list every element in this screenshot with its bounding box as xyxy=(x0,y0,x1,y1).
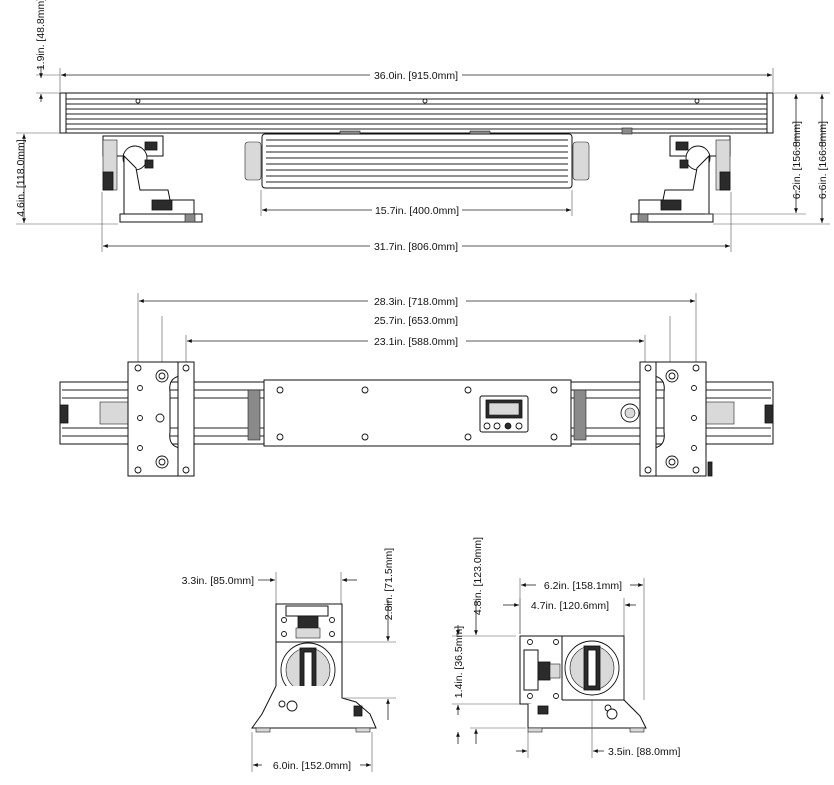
control-box-plan xyxy=(263,379,572,447)
dim-left-height-label: 2.8in. [71.5mm] xyxy=(383,548,395,620)
dim-left-base-width-label: 6.0in. [152.0mm] xyxy=(273,760,351,772)
dim-right-inner-width: 4.7in. [120.6mm] xyxy=(503,598,636,636)
left-mounting-plate xyxy=(127,361,195,477)
dim-total-height-a-label: 6.2in. [156.8mm] xyxy=(791,121,803,199)
right-mount-bracket xyxy=(621,127,731,223)
top-plan-view: 28.3in. [718.0mm] 25.7in. [653.0mm] 23.1… xyxy=(59,293,774,477)
right-side-view: 4.8in. [123.0mm] 1.4in. [36.5mm] 6.2in. … xyxy=(452,537,680,758)
dim-middle-span-label: 25.7in. [653.0mm] xyxy=(374,315,458,327)
dim-total-height: 6.2in. [156.8mm] 6.6in. [166.8mm] xyxy=(705,92,830,225)
dim-left-base-width: 6.0in. [152.0mm] xyxy=(251,732,373,772)
dim-right-base-offset: 3.5in. [88.0mm] xyxy=(516,700,680,758)
dim-bracket-offset-label: 4.6in. [118.0mm] xyxy=(15,139,27,217)
dim-right-total-height-label: 4.8in. [123.0mm] xyxy=(472,537,484,615)
dim-bracket-span: 31.7in. [806.0mm] xyxy=(101,192,732,253)
front-elevation-view: 1.9in. [48.8mm] 36.0in. [915.0mm] xyxy=(15,0,830,253)
light-bar-profile xyxy=(59,92,774,134)
dim-inner-span-label: 23.1in. [588.0mm] xyxy=(374,336,458,348)
dim-left-top-width: 3.3in. [85.0mm] xyxy=(182,572,357,604)
dim-overall-length-label: 36.0in. [915.0mm] xyxy=(374,70,458,82)
dim-left-top-width-label: 3.3in. [85.0mm] xyxy=(182,575,254,587)
left-mount-bracket xyxy=(102,135,203,223)
dim-top-height-label: 1.9in. [48.8mm] xyxy=(35,0,47,70)
dim-box-length: 15.7in. [400.0mm] xyxy=(260,190,573,217)
dim-right-overall-width-label: 6.2in. [158.1mm] xyxy=(544,580,622,592)
dim-right-head-height: 1.4in. [36.5mm] xyxy=(452,625,526,744)
left-side-view: 3.3in. [85.0mm] 2.8in. [71.5mm] xyxy=(182,548,396,772)
dim-right-total-height: 4.8in. [123.0mm] xyxy=(470,537,526,744)
right-mounting-plate xyxy=(620,361,713,477)
dim-outer-span-label: 28.3in. [718.0mm] xyxy=(374,296,458,308)
center-box-profile xyxy=(244,130,590,189)
dim-bracket-span-label: 31.7in. [806.0mm] xyxy=(374,241,458,253)
dim-overall-length: 36.0in. [915.0mm] xyxy=(59,68,774,92)
dim-outer-span: 28.3in. [718.0mm] xyxy=(137,293,697,362)
dim-right-inner-width-label: 4.7in. [120.6mm] xyxy=(531,600,609,612)
dim-inner-span: 23.1in. [588.0mm] xyxy=(185,335,646,362)
dim-total-height-b-label: 6.6in. [166.8mm] xyxy=(817,121,829,199)
dim-right-head-height-label: 1.4in. [36.5mm] xyxy=(453,626,465,698)
dim-left-height: 2.8in. [71.5mm] xyxy=(342,548,396,720)
dim-right-base-offset-label: 3.5in. [88.0mm] xyxy=(608,746,680,758)
dim-box-length-label: 15.7in. [400.0mm] xyxy=(375,205,459,217)
dim-middle-span: 25.7in. [653.0mm] xyxy=(161,315,671,362)
dim-bracket-offset: 4.6in. [118.0mm] xyxy=(15,132,118,225)
lcd-display-panel xyxy=(479,395,529,433)
dim-top-height: 1.9in. [48.8mm] xyxy=(35,0,62,102)
